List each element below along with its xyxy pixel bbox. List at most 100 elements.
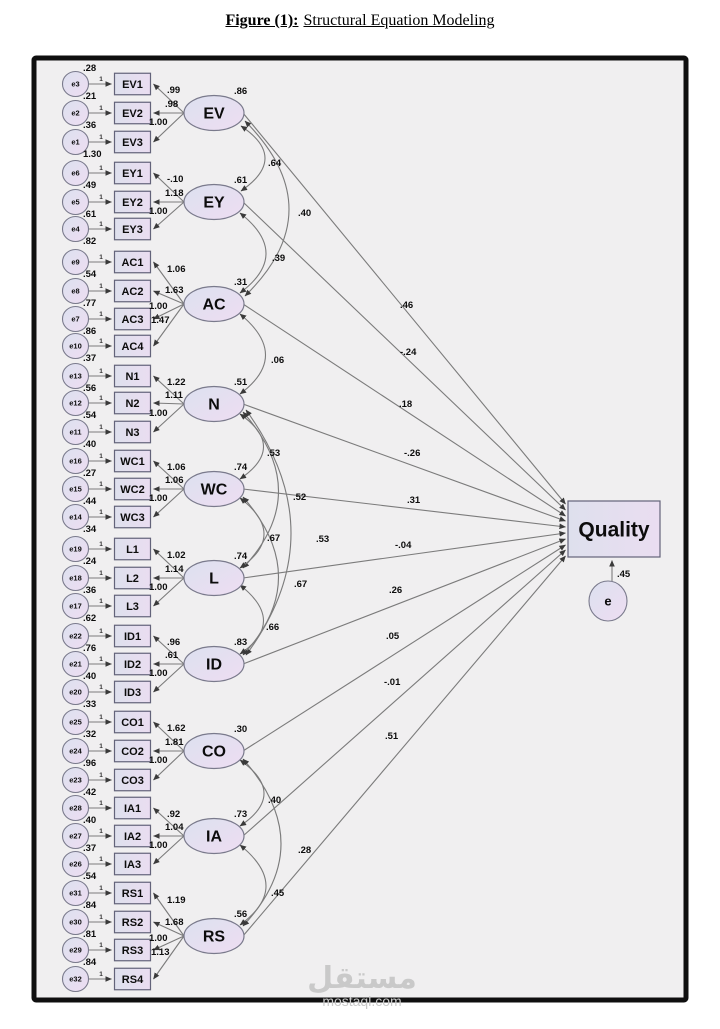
loading-label: 1.62 xyxy=(167,723,186,734)
covariance-value-label: .40 xyxy=(298,208,311,219)
latent-variance-label: .73 xyxy=(234,809,247,820)
error-circle xyxy=(61,70,90,98)
error-circle-label: e14 xyxy=(69,513,82,522)
indicator-box xyxy=(113,364,152,388)
loading-label: 1.00 xyxy=(149,933,168,944)
error-arrow-weight: 1 xyxy=(99,800,103,807)
error-circle-label: e25 xyxy=(69,718,82,727)
error-variance-label: .61 xyxy=(83,209,97,220)
covariance-value-label: .67 xyxy=(294,579,307,590)
error-arrow-weight: 1 xyxy=(99,772,103,779)
error-circle-label: e13 xyxy=(69,372,82,381)
path-coefficient-label: -.24 xyxy=(400,347,417,358)
indicator-label: EY2 xyxy=(122,197,143,209)
latent-ellipse xyxy=(183,917,245,955)
loading-label: 1.00 xyxy=(149,755,168,766)
error-circle-label: e20 xyxy=(69,688,82,697)
latent-label: EV xyxy=(203,106,225,123)
covariance-value-label: .06 xyxy=(271,355,284,366)
loading-arrow xyxy=(153,460,185,490)
indicator-box xyxy=(113,624,152,648)
loading-arrow xyxy=(153,400,185,407)
latent-ellipse xyxy=(183,183,245,221)
error-circle xyxy=(61,879,90,907)
latent-variance-label: .30 xyxy=(234,724,247,735)
error-circle xyxy=(61,678,90,706)
loading-arrow xyxy=(153,290,185,305)
error-circle xyxy=(61,362,90,390)
watermark-arabic-text: مستقل xyxy=(307,961,417,996)
indicator-box xyxy=(113,739,152,763)
indicator-box xyxy=(113,250,152,274)
latent-label: L xyxy=(209,571,219,588)
loading-label: 1.13 xyxy=(151,947,170,958)
loading-arrow xyxy=(153,83,185,114)
covariance-value-label: .67 xyxy=(267,533,280,544)
error-circle-label: e5 xyxy=(71,198,79,207)
loading-arrow xyxy=(153,721,185,752)
error-circle xyxy=(61,708,90,736)
indicator-box xyxy=(113,710,152,734)
loading-label: 1.22 xyxy=(167,377,186,388)
latent-variance-label: .86 xyxy=(234,86,247,97)
loading-label: .99 xyxy=(167,85,180,96)
error-arrow-weight: 1 xyxy=(99,221,103,228)
error-circle-label: e15 xyxy=(69,485,82,494)
error-variance-label: .33 xyxy=(83,699,96,710)
path-coefficient-label: .46 xyxy=(400,300,413,311)
error-arrow-weight: 1 xyxy=(99,541,103,548)
indicator-label: EV2 xyxy=(122,108,143,120)
indicator-label: IA2 xyxy=(124,831,141,843)
error-circle-label: e18 xyxy=(69,574,82,583)
indicator-label: WC3 xyxy=(120,512,144,524)
path-to-quality-arrow xyxy=(242,403,566,522)
error-circle xyxy=(61,277,90,305)
latent-ellipse xyxy=(183,732,245,770)
loading-label: 1.00 xyxy=(149,206,168,217)
indicator-box xyxy=(113,101,152,125)
covariance-curve xyxy=(239,844,267,926)
covariance-value-label: .40 xyxy=(268,795,281,806)
error-arrow-weight: 1 xyxy=(99,570,103,577)
error-variance-label: .40 xyxy=(83,815,96,826)
latent-ellipse xyxy=(183,285,245,323)
error-arrow-weight: 1 xyxy=(99,509,103,516)
error-variance-label: .77 xyxy=(83,298,96,309)
loading-arrow xyxy=(153,303,185,347)
error-circle xyxy=(61,248,90,276)
path-coefficient-label: -.26 xyxy=(404,448,420,459)
error-variance-label: .40 xyxy=(83,439,96,450)
indicator-box xyxy=(113,768,152,792)
indicator-label: RS1 xyxy=(122,888,143,900)
loading-arrow xyxy=(153,488,185,518)
latent-label: IA xyxy=(206,829,222,846)
error-variance-label: .40 xyxy=(83,671,96,682)
latent-variance-label: .61 xyxy=(234,175,248,186)
indicator-label: WC2 xyxy=(120,484,144,496)
quality-error-circle-label: e xyxy=(604,594,611,609)
error-variance-label: .42 xyxy=(83,787,96,798)
error-arrow-weight: 1 xyxy=(99,971,103,978)
error-circle xyxy=(61,215,90,243)
indicator-box xyxy=(113,537,152,561)
indicator-box xyxy=(113,796,152,820)
loading-arrow xyxy=(153,750,185,781)
figure-title-prefix: Figure (1): xyxy=(225,12,299,29)
path-coefficient-label: .26 xyxy=(389,585,402,596)
path-to-quality-arrow xyxy=(242,303,566,517)
error-variance-label: .49 xyxy=(83,180,96,191)
covariance-value-label: .28 xyxy=(298,845,311,856)
error-circle xyxy=(61,159,90,187)
error-circle xyxy=(61,650,90,678)
error-arrow-weight: 1 xyxy=(99,942,103,949)
error-arrow-weight: 1 xyxy=(99,283,103,290)
loading-arrow xyxy=(153,921,185,937)
loading-arrow xyxy=(153,261,185,305)
latent-ellipse xyxy=(183,817,245,855)
error-variance-label: .84 xyxy=(83,900,97,911)
error-circle-label: e17 xyxy=(69,602,82,611)
error-arrow-weight: 1 xyxy=(99,368,103,375)
loading-label: 1.00 xyxy=(149,408,168,419)
error-circle xyxy=(61,936,90,964)
